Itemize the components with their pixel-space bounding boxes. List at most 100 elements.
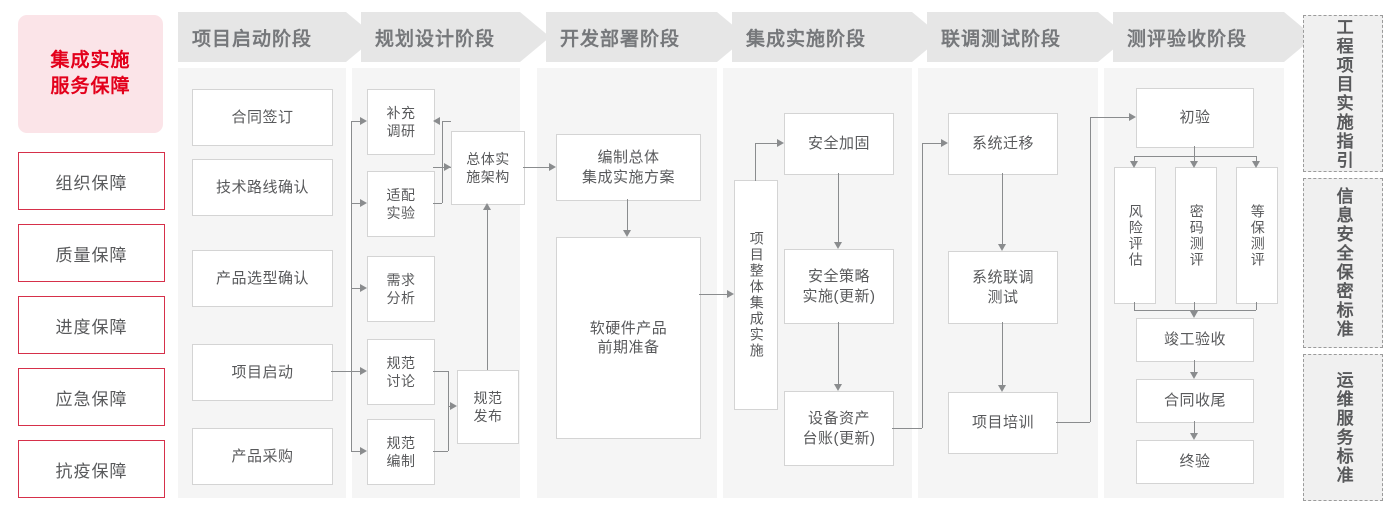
connector	[1090, 117, 1129, 118]
arrow-icon	[1190, 433, 1198, 440]
node-overall-integration-implementation[interactable]: 项目整体集成实施	[734, 180, 778, 410]
arrow-icon	[1190, 311, 1198, 318]
standard-box-1-label: 信息安全保密标准	[1333, 187, 1353, 339]
arrow-icon	[1190, 161, 1198, 168]
standard-box-1[interactable]: 信息安全保密标准	[1303, 178, 1383, 348]
arrow-icon	[360, 447, 367, 455]
arrow-icon	[450, 402, 457, 410]
connector	[1194, 302, 1195, 312]
connector	[351, 451, 360, 452]
guarantee-hero: 集成实施 服务保障	[18, 15, 163, 133]
connector	[1134, 156, 1135, 162]
phase-header-acceptance[interactable]: 测评验收阶段	[1113, 12, 1284, 62]
phase-header-startup[interactable]: 项目启动阶段	[178, 12, 346, 62]
standard-box-2-label: 运维服务标准	[1333, 370, 1353, 485]
connector	[1134, 302, 1135, 310]
node-risk-assessment[interactable]: 风险评估	[1114, 167, 1156, 304]
connector	[922, 143, 941, 144]
connector	[442, 121, 443, 203]
node-final-acceptance[interactable]: 终验	[1136, 440, 1254, 484]
standard-box-0[interactable]: 工程项目实施指引	[1303, 15, 1383, 172]
connector	[351, 121, 360, 122]
node-mlps-evaluation[interactable]: 等保测评	[1236, 167, 1278, 304]
node-system-migration[interactable]: 系统迁移	[948, 113, 1058, 175]
node-joint-debug-test[interactable]: 系统联调 测试	[948, 251, 1058, 324]
connector	[433, 371, 448, 372]
connector	[755, 143, 777, 144]
arrow-icon	[1252, 161, 1260, 168]
phase-header-acceptance-label: 测评验收阶段	[1127, 28, 1248, 50]
node-tech-route[interactable]: 技术路线确认	[192, 159, 333, 216]
arrow-icon	[941, 139, 948, 147]
phase-header-planning-label: 规划设计阶段	[375, 28, 496, 50]
connector	[699, 294, 727, 295]
connector	[892, 428, 922, 429]
connector	[351, 121, 352, 451]
node-initial-acceptance[interactable]: 初验	[1136, 88, 1254, 148]
connector	[351, 288, 360, 289]
node-requirement-analysis[interactable]: 需求 分析	[367, 256, 435, 322]
standard-box-2[interactable]: 运维服务标准	[1303, 354, 1383, 501]
node-contract-closure[interactable]: 合同收尾	[1136, 379, 1254, 423]
guarantee-item-4[interactable]: 抗疫保障	[18, 440, 165, 498]
arrow-icon	[360, 117, 367, 125]
node-draft-integration-plan[interactable]: 编制总体 集成实施方案	[556, 134, 701, 201]
node-supplementary-research[interactable]: 补充 调研	[367, 89, 435, 155]
arrow-icon	[777, 139, 784, 147]
phase-header-planning[interactable]: 规划设计阶段	[361, 12, 520, 62]
guarantee-item-0[interactable]: 组织保障	[18, 152, 165, 210]
connector	[1256, 156, 1257, 162]
node-asset-ledger[interactable]: 设备资产 台账(更新)	[784, 391, 894, 466]
connector	[442, 121, 451, 122]
connector	[922, 143, 923, 428]
phase-header-develop[interactable]: 开发部署阶段	[546, 12, 717, 62]
connector	[487, 209, 488, 370]
phase-header-startup-label: 项目启动阶段	[192, 28, 313, 50]
node-crypto-evaluation[interactable]: 密码测评	[1175, 167, 1217, 304]
arrow-icon	[834, 242, 842, 249]
node-security-policy[interactable]: 安全策略 实施(更新)	[784, 249, 894, 324]
connector	[1194, 146, 1195, 156]
connector	[433, 167, 442, 168]
node-spec-drafting[interactable]: 规范 编制	[367, 419, 435, 485]
node-product-select[interactable]: 产品选型确认	[192, 250, 333, 307]
arrow-icon	[433, 117, 440, 125]
guarantee-item-3[interactable]: 应急保障	[18, 368, 165, 426]
connector	[838, 173, 839, 242]
arrow-icon	[360, 199, 367, 207]
node-adaptation-experiment[interactable]: 适配 实验	[367, 171, 435, 237]
connector	[433, 451, 448, 452]
node-completion-acceptance[interactable]: 竣工验收	[1136, 318, 1254, 362]
connector	[1134, 156, 1256, 157]
node-hw-sw-preparation[interactable]: 软硬件产品 前期准备	[556, 237, 701, 439]
arrow-icon	[834, 384, 842, 391]
phase-header-develop-label: 开发部署阶段	[560, 28, 681, 50]
node-overall-architecture[interactable]: 总体实 施架构	[451, 131, 525, 205]
phase-header-jointtest-label: 联调测试阶段	[941, 28, 1062, 50]
guarantee-item-2[interactable]: 进度保障	[18, 296, 165, 354]
arrow-icon	[1190, 372, 1198, 379]
arrow-icon	[1130, 161, 1138, 168]
connector	[331, 371, 351, 372]
connector	[448, 371, 449, 451]
connector	[838, 322, 839, 384]
arrow-icon	[360, 284, 367, 292]
connector	[1194, 360, 1195, 372]
node-project-training[interactable]: 项目培训	[948, 392, 1058, 454]
connector	[1256, 302, 1257, 310]
arrow-icon	[549, 163, 556, 171]
connector	[1002, 173, 1003, 244]
connector	[1194, 421, 1195, 433]
node-spec-release[interactable]: 规范 发布	[457, 370, 519, 444]
arrow-icon	[483, 203, 491, 210]
node-contract-signing[interactable]: 合同签订	[192, 89, 333, 146]
node-product-purchase[interactable]: 产品采购	[192, 428, 333, 485]
arrow-icon	[623, 230, 631, 237]
node-security-hardening[interactable]: 安全加固	[784, 113, 894, 175]
phase-header-integration[interactable]: 集成实施阶段	[732, 12, 912, 62]
phase-header-jointtest[interactable]: 联调测试阶段	[927, 12, 1098, 62]
node-spec-discussion[interactable]: 规范 讨论	[367, 339, 435, 405]
node-project-kickoff[interactable]: 项目启动	[192, 344, 333, 401]
guarantee-item-1[interactable]: 质量保障	[18, 224, 165, 282]
arrow-icon	[727, 290, 734, 298]
